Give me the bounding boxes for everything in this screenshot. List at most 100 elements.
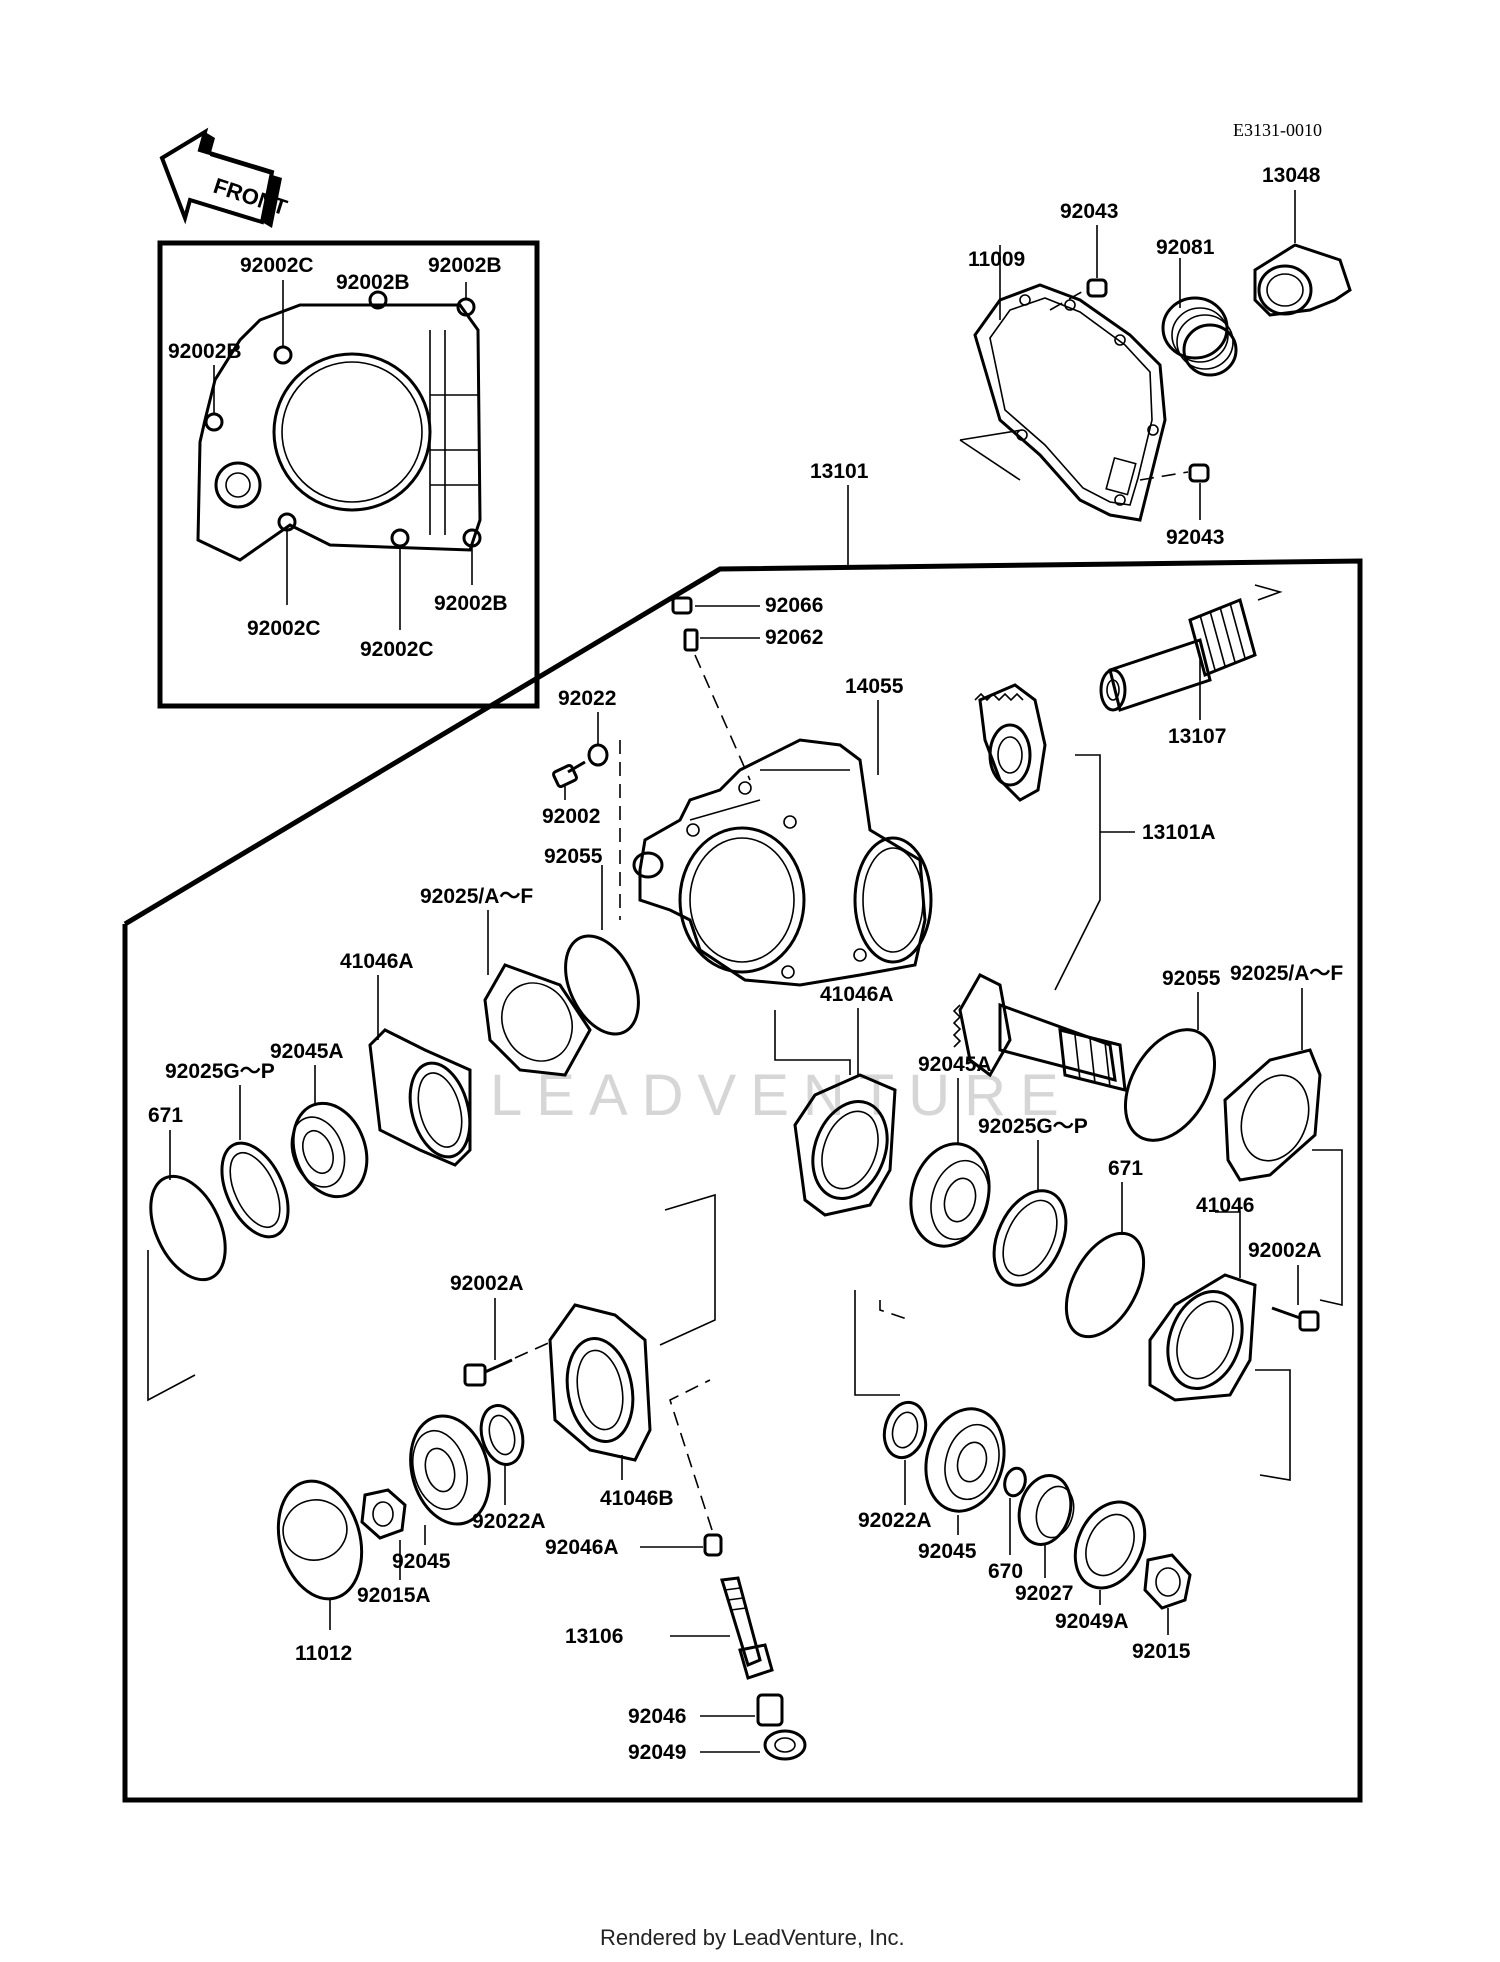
diagram-code: E3131-0010: [1233, 120, 1322, 140]
label-92002C: 92002C: [360, 638, 434, 661]
label-92002A: 92002A: [1248, 1239, 1322, 1262]
label-92002C: 92002C: [240, 254, 314, 277]
label-13101A: 13101A: [1142, 821, 1216, 844]
bearing-92045A-left: [290, 1101, 369, 1199]
label-92022A: 92022A: [858, 1509, 932, 1532]
watermark: LEADVENTURE: [490, 1063, 1073, 1128]
label-92045: 92045: [918, 1540, 977, 1563]
label-92043: 92043: [1166, 526, 1224, 549]
gear-housing-14055: [632, 738, 933, 987]
label-92027: 92027: [1015, 1582, 1073, 1605]
bearing-housing-41046B: [548, 1303, 652, 1462]
collar-92046A: [703, 1533, 723, 1557]
label-92025-a-f: 92025/A～F: [1230, 962, 1343, 985]
o-ring-92055-left: [564, 934, 640, 1036]
yoke-13048: [1253, 243, 1352, 317]
seal-11012: [276, 1479, 364, 1601]
washer-92022A-right: [882, 1400, 928, 1460]
collar-92043-bottom: [1188, 463, 1210, 483]
label-92015A: 92015A: [357, 1584, 431, 1607]
collar-92043-top: [1086, 278, 1108, 298]
plug-92062: [683, 628, 699, 652]
footer-credit: Rendered by LeadVenture, Inc.: [600, 1925, 905, 1950]
label-92002B: 92002B: [428, 254, 502, 277]
label-671: 671: [148, 1104, 183, 1127]
bearing-92045A-right: [909, 1142, 991, 1248]
collar-92049: [763, 1729, 807, 1761]
label-13107: 13107: [1168, 725, 1226, 748]
label-92002B: 92002B: [434, 592, 508, 615]
label-41046B: 41046B: [600, 1487, 674, 1510]
assembly-frame: [122, 558, 1363, 1803]
label-670: 670: [988, 1560, 1023, 1583]
label-92045: 92045: [392, 1550, 451, 1573]
washer-92022A-left: [479, 1404, 525, 1466]
housing-face-view: [196, 290, 482, 562]
bearing-housing-41046A-right: [793, 1073, 897, 1217]
nut-92015: [1143, 1553, 1192, 1610]
bolt-92002A-left: [463, 1358, 513, 1387]
label-92049A: 92049A: [1055, 1610, 1129, 1633]
label-92015: 92015: [1132, 1640, 1191, 1663]
label-11009: 11009: [968, 248, 1025, 271]
label-92055: 92055: [1162, 967, 1221, 990]
seal-92049A: [1073, 1500, 1147, 1590]
label-92002A: 92002A: [450, 1272, 524, 1295]
bearing-housing-41046: [1148, 1273, 1257, 1402]
bearing-housing-41046A-left: [368, 1028, 472, 1167]
shaft-13107: [1099, 597, 1257, 712]
label-92045A: 92045A: [270, 1040, 344, 1063]
plug-92066: [671, 596, 693, 615]
label-11012: 11012: [295, 1642, 352, 1665]
shim-92025G-right: [992, 1189, 1068, 1287]
nut-92015A: [360, 1488, 407, 1540]
bolt-92002: [552, 760, 586, 788]
ring-gear-13101A: [974, 683, 1047, 802]
label-92046A: 92046A: [545, 1536, 619, 1559]
label-92046: 92046: [628, 1705, 686, 1728]
label-92043: 92043: [1060, 200, 1118, 223]
label-92025G-P: 92025G～P: [165, 1060, 275, 1083]
bolt-92002A-right: [1271, 1306, 1320, 1332]
label-92002B: 92002B: [336, 271, 410, 294]
label-92002B: 92002B: [168, 340, 242, 363]
label-41046: 41046: [1196, 1194, 1254, 1217]
label-92002: 92002: [542, 805, 600, 828]
label-92081: 92081: [1156, 236, 1215, 259]
label-92025G-P: 92025G～P: [978, 1115, 1088, 1138]
shim-92025-right: [1223, 1048, 1322, 1182]
label-92055: 92055: [544, 845, 603, 868]
collar-92027: [1017, 1474, 1075, 1546]
label-92049: 92049: [628, 1741, 686, 1764]
spring-92081: [1161, 296, 1238, 377]
gasket-11009: [973, 283, 1167, 522]
o-ring-670: [1003, 1466, 1027, 1498]
label-92022A: 92022A: [472, 1510, 546, 1533]
label-13101: 13101: [810, 460, 869, 483]
label-92022: 92022: [558, 687, 616, 710]
bearing-92045-right: [924, 1407, 1006, 1513]
label-41046A: 41046A: [820, 983, 894, 1006]
o-ring-92055-right: [1123, 1028, 1217, 1142]
label-92002C: 92002C: [247, 617, 321, 640]
washer-92022: [587, 743, 609, 767]
label-92066: 92066: [765, 594, 823, 617]
inset-frame: [157, 240, 540, 709]
o-ring-671-right: [1064, 1231, 1146, 1339]
pinion-gear-13101A: [952, 973, 1127, 1092]
label-41046A: 41046A: [340, 950, 414, 973]
o-ring-671-left: [149, 1174, 227, 1282]
shim-92025-left: [483, 963, 592, 1077]
pinion-shaft-13106: [720, 1576, 774, 1680]
bearing-92045-left: [409, 1414, 491, 1526]
collar-92046: [756, 1693, 784, 1727]
label-13048: 13048: [1262, 164, 1321, 187]
label-13106: 13106: [565, 1625, 623, 1648]
front-arrow-icon: FRONT: [159, 127, 291, 228]
shim-92025G-left: [220, 1141, 290, 1239]
label-92062: 92062: [765, 626, 823, 649]
label-92045A: 92045A: [918, 1053, 992, 1076]
label-14055: 14055: [845, 675, 904, 698]
label-671: 671: [1108, 1157, 1143, 1180]
